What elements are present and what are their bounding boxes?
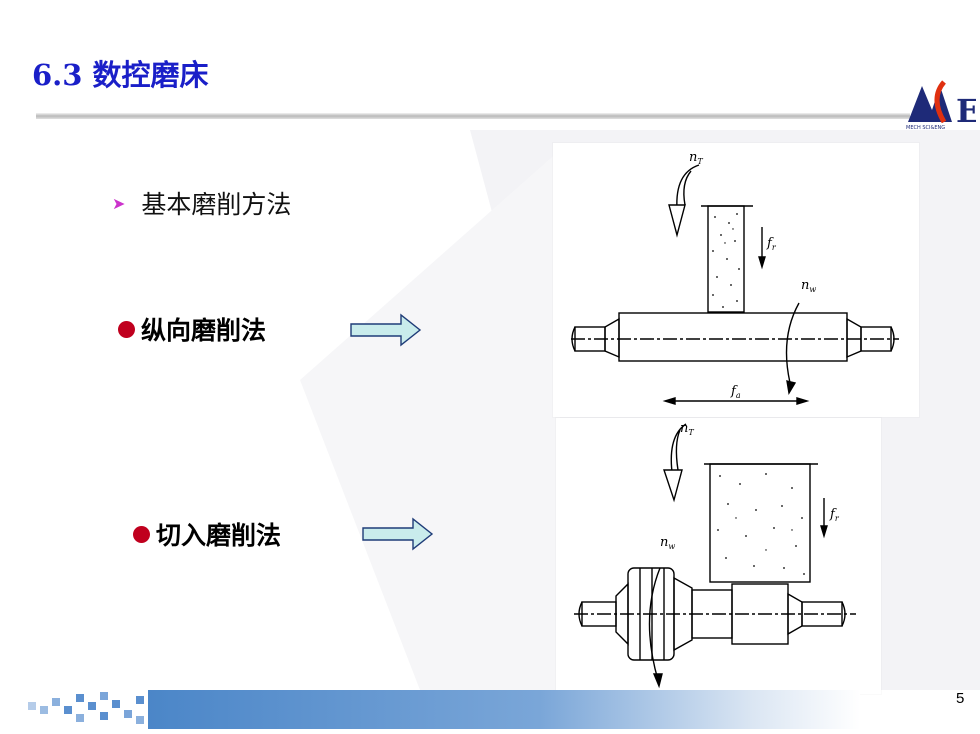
footer-pattern-icon [28, 692, 144, 724]
bullet-basic-methods: ➤ 基本磨削方法 [112, 185, 291, 221]
method-longitudinal: 纵向磨削法 [118, 311, 266, 347]
logo-caption: MECH SCI&ENG [906, 125, 945, 131]
method-label: 纵向磨削法 [141, 316, 267, 345]
figure-longitudinal-grinding: nT fr nw fa [553, 143, 919, 417]
plunge-grinding-diagram: nT fr nw [574, 421, 856, 689]
longitudinal-grinding-diagram: nT fr nw fa [571, 150, 899, 405]
svg-text:nT: nT [689, 150, 703, 166]
red-dot-icon [133, 525, 150, 543]
page-number: 5 [956, 690, 965, 707]
svg-text:nw: nw [801, 278, 816, 294]
title-divider [36, 113, 910, 119]
method-plunge: 切入磨削法 [133, 516, 281, 552]
red-dot-icon [118, 320, 135, 338]
svg-text:fa: fa [730, 384, 741, 400]
right-arrow-icon [362, 517, 434, 551]
mse-logo: E MECH SCI&ENG [904, 80, 976, 131]
svg-text:fr: fr [829, 507, 840, 523]
svg-text:E: E [956, 92, 976, 130]
bullet-heading-text: 基本磨削方法 [141, 190, 292, 219]
footer-bar [148, 690, 860, 729]
svg-text:nw: nw [660, 535, 675, 551]
method-label: 切入磨削法 [156, 521, 282, 550]
page-title: 6.3 数控磨床 [32, 58, 209, 92]
svg-text:fr: fr [766, 236, 777, 252]
right-arrow-icon [350, 313, 422, 347]
figure-plunge-grinding: nT fr nw [556, 418, 881, 694]
bullet-arrow-icon: ➤ [112, 193, 126, 213]
svg-text:nT: nT [680, 421, 694, 437]
